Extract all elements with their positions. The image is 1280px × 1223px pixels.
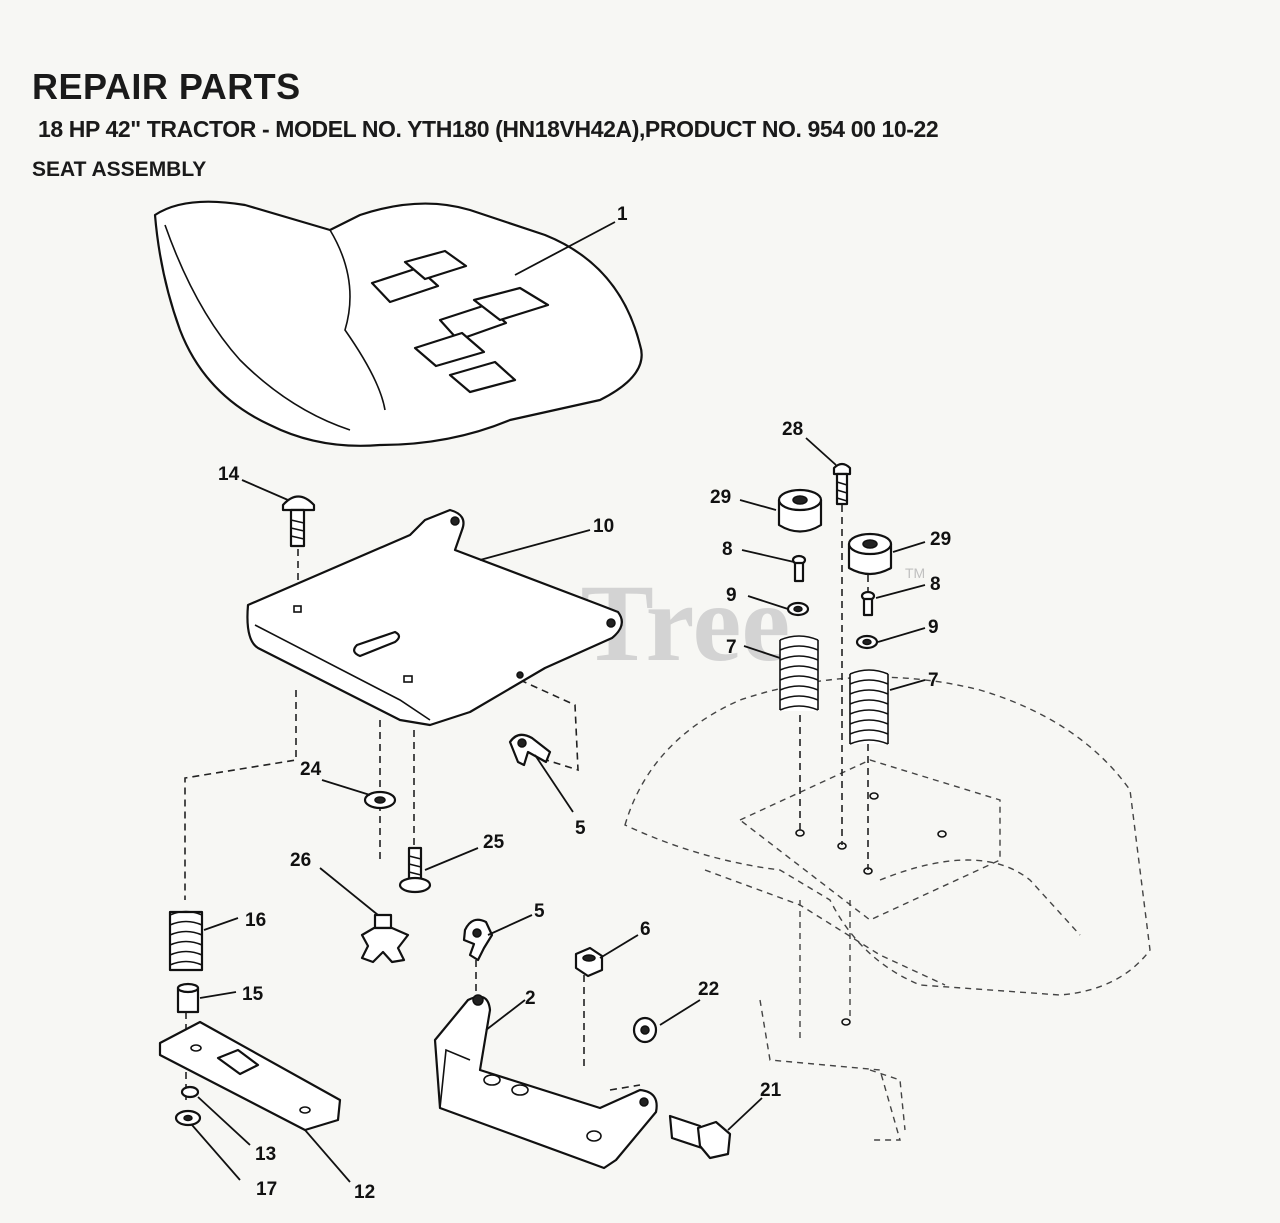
washer-part-9-left	[786, 601, 810, 617]
latch-clip-part-5-upper	[508, 733, 552, 767]
latch-clip-part-5-lower	[462, 918, 494, 962]
spacer-part-15	[176, 982, 200, 1014]
carriage-bolt-part-14	[281, 495, 316, 548]
callout-10: 10	[593, 516, 614, 537]
washer-part-17	[174, 1109, 202, 1127]
callout-24: 24	[300, 759, 322, 780]
tractor-fender-outline	[624, 676, 1151, 1141]
callout-15: 15	[242, 984, 264, 1005]
callout-22: 22	[698, 979, 719, 1000]
callout-21: 21	[760, 1080, 782, 1101]
callout-9-left: 9	[726, 585, 737, 606]
callout-12: 12	[354, 1182, 375, 1203]
callout-labels: 1 10 14 5 24 25 26 16 15 13 17 12 5 6 2 …	[218, 204, 951, 1203]
callout-8-left: 8	[722, 539, 733, 560]
screw-part-8-right	[860, 590, 876, 617]
callout-29-right: 29	[930, 529, 951, 550]
section-title: SEAT ASSEMBLY	[32, 158, 207, 181]
washer-part-22	[632, 1016, 658, 1044]
callout-17: 17	[256, 1179, 277, 1200]
watermark-tm: TM	[905, 565, 925, 581]
callout-26: 26	[290, 850, 311, 871]
callout-7-right: 7	[928, 670, 939, 691]
callout-5-upper: 5	[575, 818, 586, 839]
model-subtitle: 18 HP 42" TRACTOR - MODEL NO. YTH180 (HN…	[38, 116, 939, 142]
nut-part-13	[180, 1085, 200, 1099]
callout-8-right: 8	[930, 574, 941, 595]
spacer-part-29-left	[777, 488, 823, 533]
callout-28: 28	[782, 419, 803, 440]
callout-13: 13	[255, 1144, 276, 1165]
spring-part-16	[168, 910, 204, 972]
page-title: REPAIR PARTS	[32, 66, 301, 107]
shoulder-bolt-part-25	[398, 846, 432, 894]
callout-29-left: 29	[710, 487, 731, 508]
callout-14: 14	[218, 464, 240, 485]
washer-part-24	[363, 790, 397, 810]
callout-25: 25	[483, 832, 505, 853]
callout-9-right: 9	[928, 617, 939, 638]
callout-1: 1	[617, 204, 628, 225]
shoulder-bolt-part-21	[668, 1114, 732, 1160]
seat-part-1	[153, 200, 643, 447]
spring-part-7-left	[779, 635, 819, 711]
seat-pan-part-10	[246, 508, 623, 727]
hex-nut-part-6	[574, 946, 604, 978]
callout-5-lower: 5	[534, 901, 545, 922]
slide-rail-part-12	[158, 1020, 342, 1132]
bolt-part-28	[832, 462, 852, 506]
callout-6: 6	[640, 919, 651, 940]
spring-part-7-right	[849, 669, 889, 745]
mount-bracket-part-2	[433, 994, 658, 1170]
leader-lines	[191, 221, 926, 1183]
spacer-part-29-right	[847, 532, 893, 576]
adjust-knob-part-26	[360, 913, 410, 964]
screw-part-8-left	[791, 554, 807, 583]
callout-2: 2	[525, 988, 536, 1009]
washer-part-9-right	[855, 634, 879, 650]
callout-7-left: 7	[726, 637, 737, 658]
callout-16: 16	[245, 910, 266, 931]
